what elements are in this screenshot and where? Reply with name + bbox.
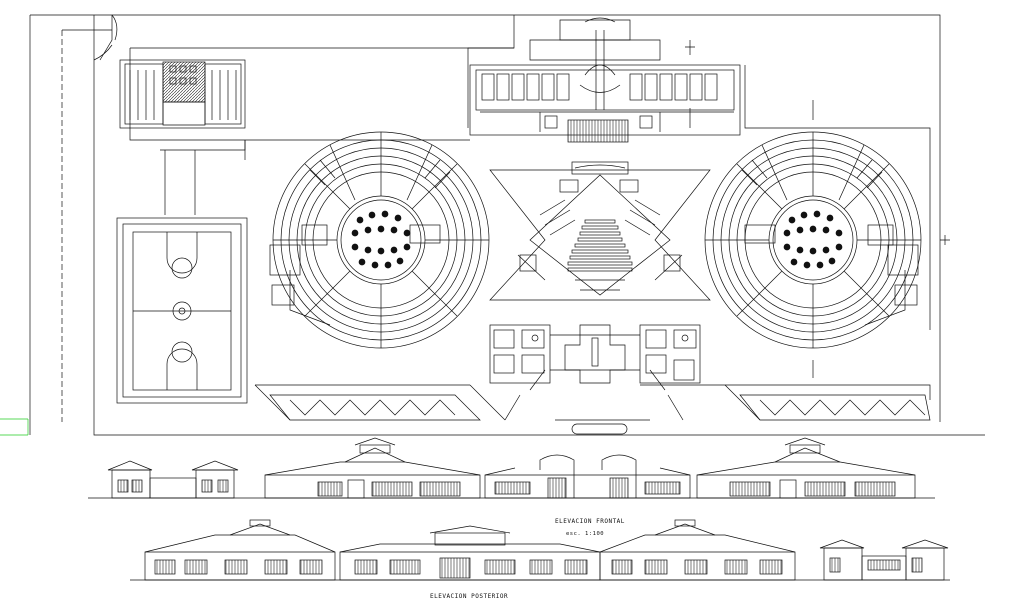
administration-building — [489, 324, 701, 391]
back-elevation-title: ELEVACION POSTERIOR — [430, 593, 509, 600]
front-elevation — [88, 437, 935, 499]
service-building — [119, 59, 246, 129]
back-elevation — [130, 519, 950, 581]
parking-right — [724, 384, 931, 421]
basketball-court — [116, 217, 248, 404]
main-building — [469, 17, 741, 143]
auditorium — [489, 161, 711, 301]
layer-marker — [0, 418, 29, 436]
parking-left — [254, 384, 506, 421]
circular-building-right — [704, 100, 950, 378]
front-elevation-title: ELEVACION FRONTAL — [555, 518, 625, 525]
entry-road — [504, 394, 684, 435]
front-elevation-scale: esc. 1:100 — [566, 531, 605, 537]
circular-building-left — [269, 131, 490, 349]
site-boundary — [29, 14, 985, 436]
